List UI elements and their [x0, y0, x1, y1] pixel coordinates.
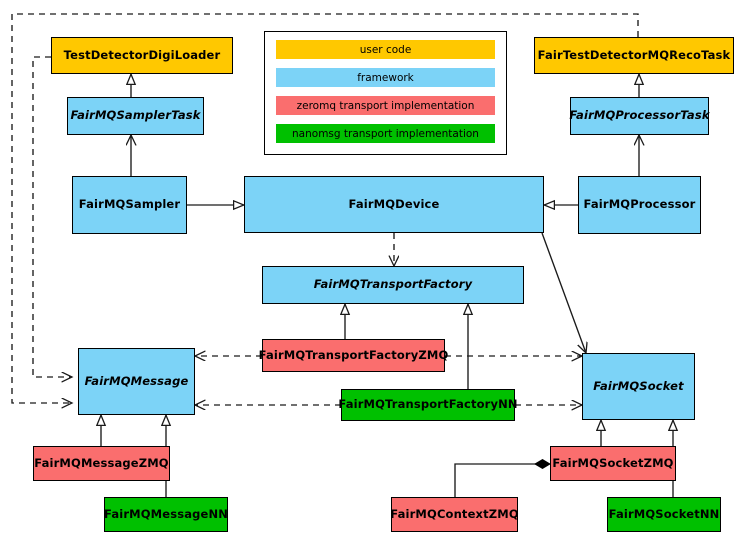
class-box-fairmqprocessor[interactable]: FairMQProcessor — [578, 176, 701, 234]
class-label: FairMQSocket — [593, 378, 684, 393]
edge-device-to-socket — [541, 232, 586, 353]
legend-item-nanomsg: nanomsg transport implementation — [276, 124, 495, 143]
class-box-testdetectordigiloader[interactable]: TestDetectorDigiLoader — [51, 37, 233, 74]
class-label: FairMQTransportFactory — [313, 277, 473, 292]
class-box-fairmqsocket[interactable]: FairMQSocket — [582, 353, 695, 420]
legend-label: nanomsg transport implementation — [292, 127, 479, 140]
class-label: TestDetectorDigiLoader — [63, 47, 221, 62]
class-box-fairmqmessagezmq[interactable]: FairMQMessageZMQ — [33, 446, 170, 481]
class-label: FairMQSocketNN — [608, 506, 720, 521]
class-label: FairMQSamplerTask — [70, 108, 201, 123]
class-box-fairmqsamplertask[interactable]: FairMQSamplerTask — [67, 97, 204, 135]
class-label: FairMQSocketZMQ — [552, 455, 674, 470]
legend-label: user code — [359, 43, 412, 56]
class-box-fairmqsocketnn[interactable]: FairMQSocketNN — [607, 497, 721, 532]
legend-panel: user code framework zeromq transport imp… — [264, 31, 507, 155]
legend-item-user-code: user code — [276, 40, 495, 59]
class-label: FairMQMessageNN — [104, 506, 228, 521]
class-box-fairmqsampler[interactable]: FairMQSampler — [72, 176, 187, 234]
class-label: FairTestDetectorMQRecoTask — [537, 47, 731, 62]
class-label: FairMQSampler — [78, 197, 181, 212]
class-box-fairmqmessagenn[interactable]: FairMQMessageNN — [104, 497, 228, 532]
class-label: FairMQProcessorTask — [569, 108, 710, 123]
edge-socketzmq-composes-contextzmq — [454, 464, 550, 497]
class-box-fairmqmessage[interactable]: FairMQMessage — [78, 348, 195, 415]
class-label: FairMQMessage — [84, 373, 189, 388]
legend-item-zeromq: zeromq transport implementation — [276, 96, 495, 115]
class-box-fairtestdetectormqrecotask[interactable]: FairTestDetectorMQRecoTask — [534, 37, 734, 74]
class-box-fairmqtransportfactoryzmq[interactable]: FairMQTransportFactoryZMQ — [259, 339, 448, 372]
class-box-fairmqtransportfactory[interactable]: FairMQTransportFactory — [262, 266, 524, 304]
class-box-fairmqcontextzmq[interactable]: FairMQContextZMQ — [390, 497, 519, 532]
class-box-fairmqdevice[interactable]: FairMQDevice — [244, 176, 544, 233]
legend-item-framework: framework — [276, 68, 495, 87]
class-label: FairMQTransportFactoryZMQ — [258, 347, 449, 362]
class-box-fairmqprocessortask[interactable]: FairMQProcessorTask — [569, 97, 709, 135]
class-box-fairmqsocketzmq[interactable]: FairMQSocketZMQ — [550, 446, 676, 481]
class-label: FairMQTransportFactoryNN — [338, 397, 518, 412]
legend-label: zeromq transport implementation — [296, 99, 475, 112]
class-box-fairmqtransportfactorynn[interactable]: FairMQTransportFactoryNN — [338, 389, 518, 421]
class-label: FairMQMessageZMQ — [34, 455, 169, 470]
legend-label: framework — [357, 71, 414, 84]
class-label: FairMQContextZMQ — [390, 506, 519, 521]
class-label: FairMQProcessor — [583, 197, 696, 212]
class-label: FairMQDevice — [348, 196, 440, 211]
